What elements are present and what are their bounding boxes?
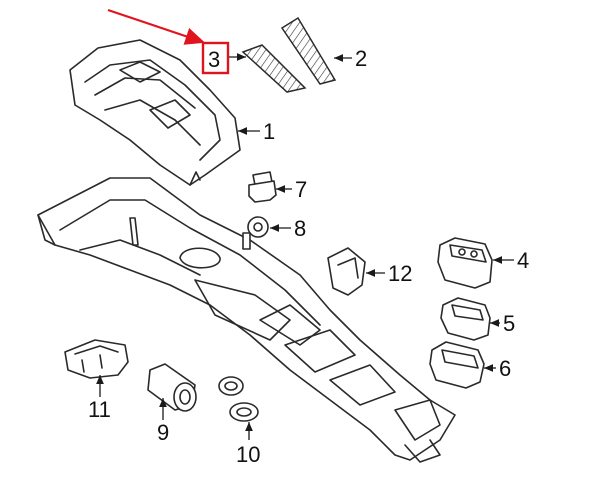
part-2-trim-panel [280, 16, 337, 85]
part-11-bracket [64, 339, 129, 379]
callout-10: 10 [236, 442, 260, 467]
center-console [37, 177, 456, 463]
highlight-arrow [107, 8, 206, 45]
callout-5: 5 [503, 311, 515, 336]
part-1-upper-trim [69, 39, 241, 186]
part-3-trim-panel [241, 44, 307, 93]
callout-6: 6 [499, 356, 511, 381]
part-5-switch [440, 297, 491, 341]
callout-4: 4 [517, 248, 529, 273]
callout-1: 1 [263, 119, 275, 144]
part-7-knob [248, 171, 277, 203]
callout-2: 2 [355, 46, 367, 71]
highlight [107, 8, 230, 75]
part-6-switch [429, 341, 485, 389]
callouts: 1 2 3 4 5 6 7 8 9 10 11 12 [88, 46, 529, 467]
callout-12: 12 [388, 261, 412, 286]
callout-7: 7 [295, 177, 307, 202]
part-10-rings [218, 376, 259, 422]
part-9-socket [147, 363, 197, 412]
callout-11: 11 [88, 397, 111, 422]
callout-9: 9 [157, 420, 169, 445]
callout-3: 3 [208, 47, 220, 72]
part-4-switch [437, 237, 493, 289]
leader-lines [96, 53, 514, 440]
part-8-clip [242, 216, 269, 250]
part-12-bracket [327, 247, 366, 296]
callout-8: 8 [294, 216, 306, 241]
highlight-box [201, 41, 230, 75]
